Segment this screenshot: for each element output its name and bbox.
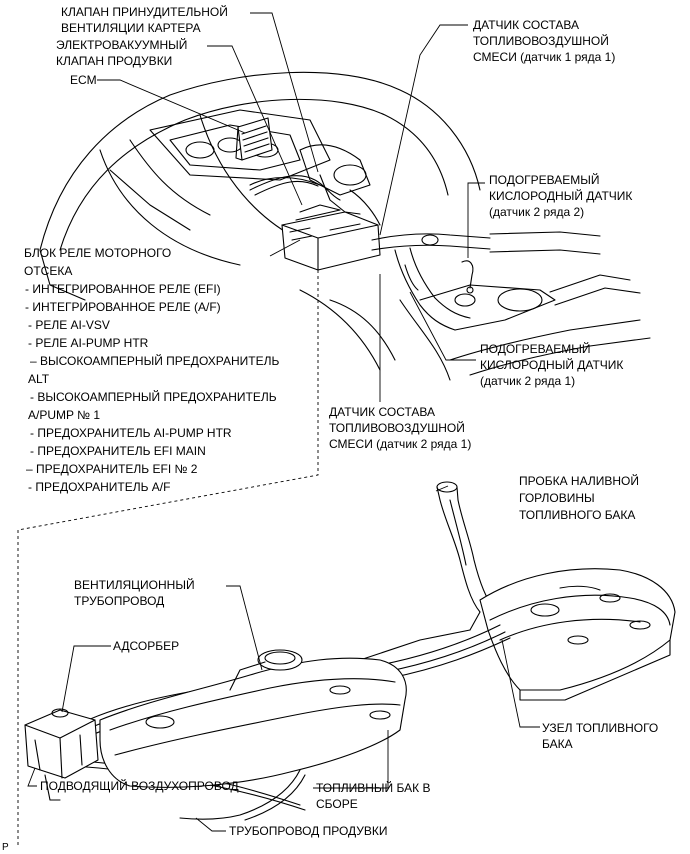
relay-item: - ИНТЕГРИРОВАННОЕ РЕЛЕ (A/F) — [25, 300, 221, 314]
relay-item: - ПРЕДОХРАНИТЕЛЬ AI-PUMP HTR — [30, 426, 232, 440]
label-relay-block: БЛОК РЕЛЕ МОТОРНОГО ОТСЕКА - ИНТЕГРИРОВА… — [24, 246, 280, 494]
leader-lines — [27, 12, 540, 832]
relay-item: - РЕЛЕ AI-PUMP HTR — [28, 336, 149, 350]
relay-item: – ПРЕДОХРАНИТЕЛЬ EFI № 2 — [26, 462, 198, 476]
dashed-connector — [17, 270, 319, 846]
label-ecm: ECM — [70, 73, 97, 87]
relay-item: - ВЫСОКОАМПЕРНЫЙ ПРЕДОХРАНИТЕЛЬ — [30, 390, 277, 404]
label-af-sensor-bank2-sensor1: ДАТЧИК СОСТАВА ТОПЛИВОВОЗДУШНОЙ СМЕСИ (д… — [329, 405, 472, 451]
exhaust-pipe-drawing — [371, 231, 641, 331]
relay-item: A/PUMP № 1 — [28, 408, 101, 422]
fuel-tank-right-drawing — [479, 568, 676, 701]
wiring-harness — [249, 174, 381, 226]
frame-rail — [329, 299, 651, 376]
relay-item: - ПРЕДОХРАНИТЕЛЬ EFI MAIN — [30, 444, 206, 458]
label-pcv-valve: КЛАПАН ПРИНУДИТЕЛЬНОЙ ВЕНТИЛЯЦИИ КАРТЕРА — [61, 5, 228, 35]
label-af-sensor-bank1-sensor1: ДАТЧИК СОСТАВА ТОПЛИВОВОЗДУШНОЙ СМЕСИ (д… — [473, 18, 616, 64]
relay-item: - РЕЛЕ AI-VSV — [28, 318, 110, 332]
label-o2-sensor-bank2-sensor2: ПОДОГРЕВАЕМЫЙ КИСЛОРОДНЫЙ ДАТЧИК (датчик… — [489, 173, 633, 219]
label-fuel-tank-assy-right: УЗЕЛ ТОПЛИВНОГО БАКА — [542, 721, 659, 751]
relay-block-drawing — [281, 204, 381, 271]
label-filler-cap: ПРОБКА НАЛИВНОЙ ГОРЛОВИНЫ ТОПЛИВНОГО БАК… — [519, 474, 639, 522]
relay-item: ALT — [28, 372, 50, 386]
label-inlet-air-line: ПОДВОДЯЩИЙ ВОЗДУХОПРОВОД — [40, 779, 239, 793]
corner-mark: P — [2, 842, 9, 853]
label-o2-sensor-bank2-sensor1: ПОДОГРЕВАЕМЫЙ КИСЛОРОДНЫЙ ДАТЧИК (датчик… — [480, 342, 624, 388]
label-vent-line: ВЕНТИЛЯЦИОННЫЙ ТРУБОПРОВОД — [74, 578, 195, 608]
label-canister: АДСОРБЕР — [113, 639, 180, 653]
fuel-tank-main-drawing — [99, 649, 407, 788]
canister-drawing — [24, 708, 99, 801]
label-purge-line: ТРУБОПРОВОД ПРОДУВКИ — [229, 824, 388, 838]
relay-item: - ИНТЕГРИРОВАННОЕ РЕЛЕ (EFI) — [25, 282, 221, 296]
label-purge-vsv: ЭЛЕКТРОВАКУУМНЫЙ КЛАПАН ПРОДУВКИ — [56, 38, 188, 68]
vehicle-body-outline — [39, 71, 481, 381]
relay-item: – ВЫСОКОАМПЕРНЫЙ ПРЕДОХРАНИТЕЛЬ — [30, 354, 280, 368]
label-fuel-tank-assy: ТОПЛИВНЫЙ БАК В СБОРЕ — [316, 781, 431, 811]
o2-sensor-wiring — [404, 260, 474, 294]
ecm-unit — [235, 117, 273, 161]
relay-item: - ПРЕДОХРАНИТЕЛЬ A/F — [28, 480, 171, 494]
filler-neck-drawing — [436, 481, 495, 613]
